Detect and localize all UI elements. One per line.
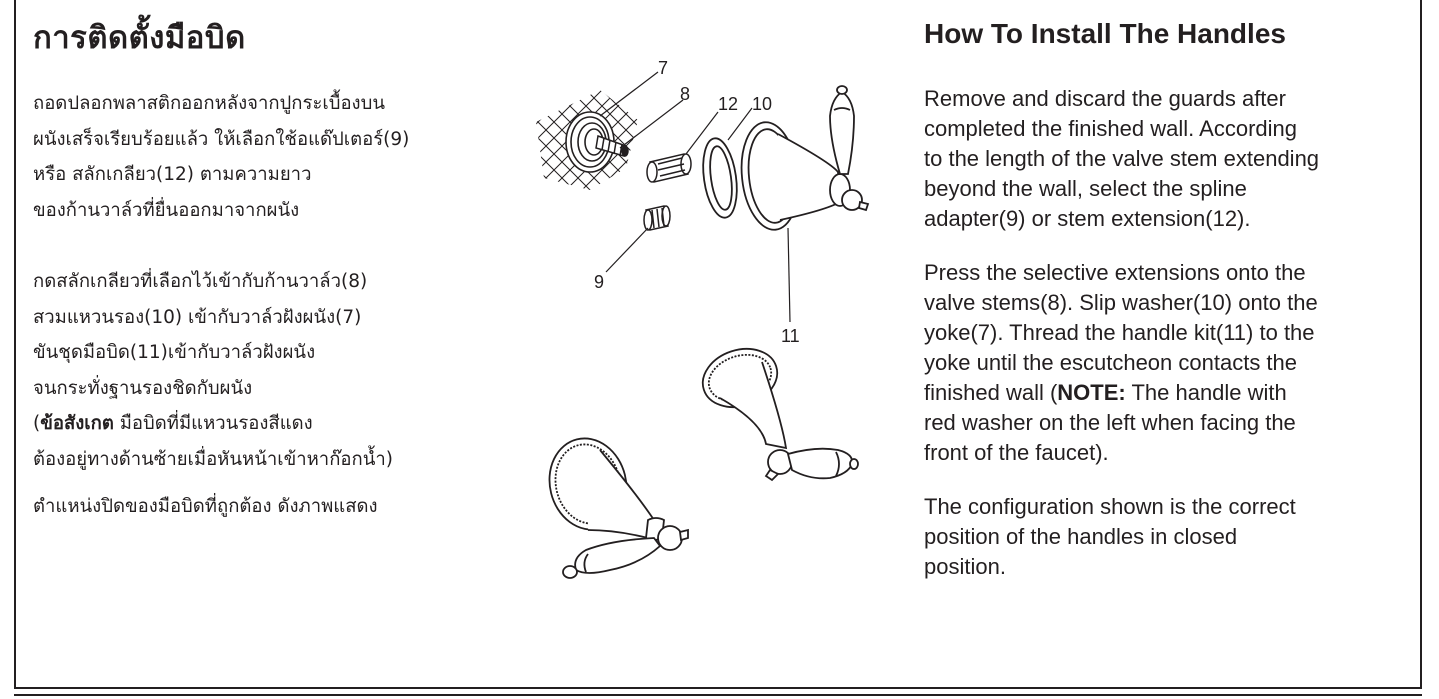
thai-p2-line: กดสลักเกลียวที่เลือกไว้เข้ากับก้านวาล์ว(… — [33, 271, 368, 292]
valve-stem — [595, 134, 629, 157]
label-10: 10 — [752, 94, 772, 114]
label-9: 9 — [594, 272, 604, 292]
en-p2-line: valve stems(8). Slip washer(10) onto the — [924, 290, 1318, 315]
label-11: 11 — [781, 326, 800, 346]
bottom-rule — [14, 694, 1422, 696]
en-note-post: The handle with — [1125, 380, 1287, 405]
thai-note-label: ข้อสังเกต — [40, 413, 114, 434]
installed-right-handle — [701, 347, 859, 482]
spline-adapter — [643, 205, 671, 231]
en-p2-line: Press the selective extensions onto the — [924, 260, 1306, 285]
thai-p1-line: ของก้านวาล์วที่ยื่นออกมาจากผนัง — [33, 199, 300, 221]
thai-note-open: ( — [33, 413, 41, 434]
en-p3-line: position. — [924, 554, 1006, 579]
page-frame — [14, 0, 1422, 689]
en-p1-line: beyond the wall, select the spline — [924, 176, 1247, 201]
english-heading: How To Install The Handles — [924, 18, 1286, 49]
en-p3-line: The configuration shown is the correct — [924, 494, 1296, 519]
thai-p2-line: ขันชุดมือบิด(11)เข้ากับวาล์วฝังผนัง — [33, 342, 316, 363]
en-p1-line: Remove and discard the guards after — [924, 86, 1286, 111]
thai-note-line2: ต้องอยู่ทางด้านซ้ายเมื่อหันหน้าเข้าหาก๊อ… — [33, 448, 393, 470]
en-p2-line: yoke(7). Thread the handle kit(11) to th… — [924, 320, 1315, 345]
en-p2-line: red washer on the left when facing the — [924, 410, 1296, 435]
stem-extension — [646, 153, 692, 183]
label-7: 7 — [658, 58, 668, 78]
leader-lines — [599, 71, 791, 323]
thai-p2-line: จนกระทั่งฐานรองชิดกับผนัง — [33, 377, 253, 399]
installed-left-handle — [548, 437, 689, 579]
en-note-label: NOTE: — [1057, 380, 1126, 405]
label-8: 8 — [680, 84, 690, 104]
thai-p1-line: ถอดปลอกพลาสติกออกหลังจากปูกระเบื้องบน — [33, 93, 385, 114]
handle-install-diagram: 7 8 12 10 9 11 — [530, 50, 920, 610]
en-p1-line: adapter(9) or stem extension(12). — [924, 206, 1251, 231]
en-p1-line: completed the finished wall. According — [924, 116, 1297, 141]
washer — [702, 137, 738, 219]
en-p3-line: position of the handles in closed — [924, 524, 1238, 549]
thai-p1-line: ผนังเสร็จเรียบร้อยแล้ว ให้เลือกใช้อแด๊ปเ… — [33, 128, 410, 150]
thai-p2-line: สวมแหวนรอง(10) เข้ากับวาล์วฝังผนัง(7) — [33, 306, 362, 328]
en-p2-line: front of the faucet). — [924, 440, 1109, 465]
en-note-pre: finished wall ( — [924, 380, 1058, 405]
diagram-svg: 7 8 12 10 9 11 — [536, 58, 870, 579]
en-p2-line: yoke until the escutcheon contacts the — [924, 350, 1298, 375]
thai-p1-line: หรือ สลักเกลียว(12) ตามความยาว — [33, 164, 312, 185]
label-12: 12 — [718, 94, 738, 114]
thai-p3-line: ตำแหน่งปิดของมือบิดที่ถูกต้อง ดังภาพแสดง — [33, 496, 378, 517]
thai-instructions: ถอดปลอกพลาสติกออกหลังจากปูกระเบื้องบน ผน… — [33, 86, 533, 525]
thai-note-line: (ข้อสังเกต มือบิดที่มีแหวนรองสีแดง — [33, 406, 533, 442]
english-instructions: Remove and discard the guards after comp… — [924, 84, 1394, 582]
thai-note-text: มือบิดที่มีแหวนรองสีแดง — [113, 413, 313, 434]
handle-kit — [740, 85, 870, 231]
en-p1-line: to the length of the valve stem extendin… — [924, 146, 1320, 171]
thai-heading: การติดตั้งมือบิด — [33, 20, 246, 56]
en-note-line: finished wall (NOTE: The handle with — [924, 378, 1394, 408]
